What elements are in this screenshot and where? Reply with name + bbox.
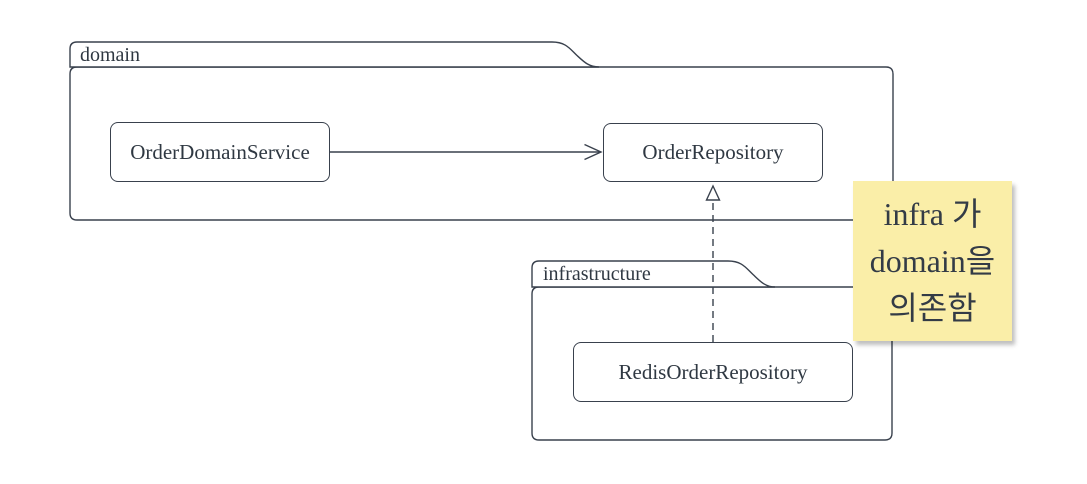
package-domain-label: domain (80, 44, 140, 66)
edge-domainservice-to-repository[interactable] (330, 143, 603, 161)
node-order-repository[interactable]: OrderRepository (603, 123, 823, 182)
edge-redisrepo-to-repository[interactable] (705, 184, 721, 342)
open-arrowhead-icon (584, 143, 603, 161)
package-infrastructure-label: infrastructure (543, 263, 651, 285)
node-order-repository-label: OrderRepository (642, 140, 784, 164)
node-redis-order-repository[interactable]: RedisOrderRepository (573, 342, 853, 402)
package-domain-tab[interactable] (69, 41, 600, 68)
sticky-note-line-2: domain을 (869, 242, 996, 279)
sticky-note-line-1: infra 가 (883, 195, 982, 232)
sticky-note-line-3: 의존함 (888, 289, 977, 326)
node-order-domain-service[interactable]: OrderDomainService (110, 122, 330, 182)
node-order-domain-service-label: OrderDomainService (130, 139, 310, 164)
hollow-triangle-arrowhead-icon (705, 184, 721, 201)
package-infrastructure-tab[interactable] (531, 260, 776, 288)
sticky-note[interactable]: infra 가 domain을 의존함 (853, 181, 1012, 341)
node-redis-order-repository-label: RedisOrderRepository (618, 359, 808, 384)
